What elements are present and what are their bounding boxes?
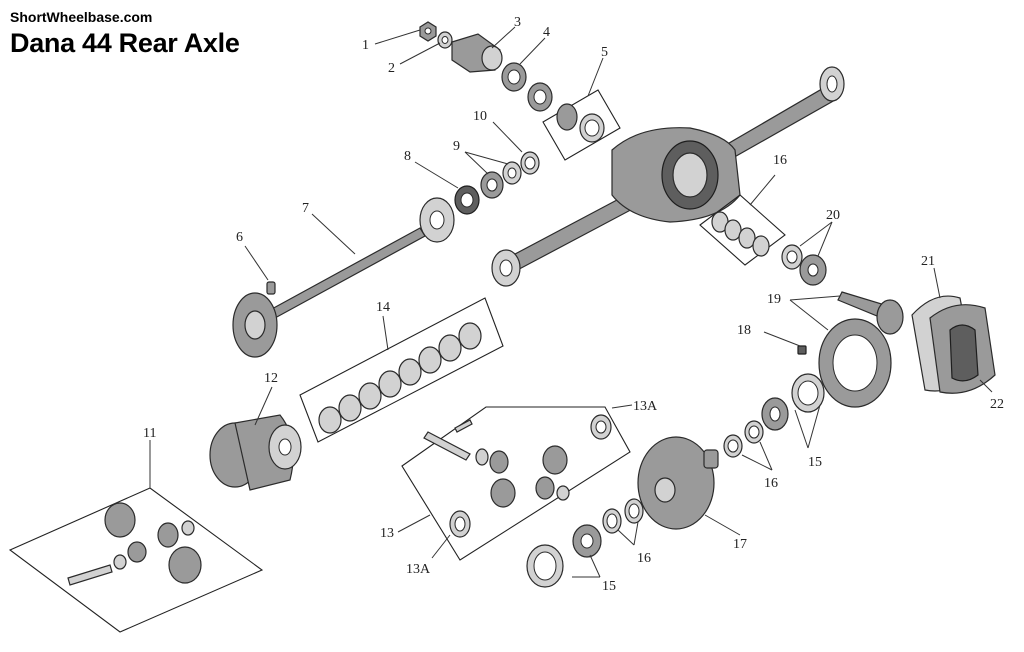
callout-19: 19 <box>767 292 781 307</box>
callout-9: 9 <box>453 139 460 154</box>
shims-16r <box>723 420 764 458</box>
spider-gears-11 <box>67 502 202 586</box>
shims-16b <box>602 498 644 534</box>
ring-gear <box>818 318 892 408</box>
callout-1: 1 <box>362 38 369 53</box>
callout-13a-bottom: 13A <box>406 562 431 577</box>
callout-5: 5 <box>601 45 608 60</box>
callout-16-right: 16 <box>764 476 778 491</box>
differential-carrier <box>637 436 719 530</box>
callout-22: 22 <box>990 397 1004 412</box>
pinion-gear <box>837 291 904 335</box>
limited-slip-case <box>209 414 302 491</box>
callout-14: 14 <box>376 300 390 315</box>
pinion-seal <box>501 62 527 92</box>
differential-cover <box>929 304 996 394</box>
outer-pinion-bearing <box>527 82 553 112</box>
pinion-yoke <box>451 33 503 73</box>
callout-13a-top: 13A <box>633 399 658 414</box>
carrier-bearing-cup-15b <box>526 544 564 588</box>
shims-16t <box>711 211 770 257</box>
callout-11: 11 <box>143 426 156 441</box>
spider-gears-13 <box>423 414 612 508</box>
callout-4: 4 <box>543 25 550 40</box>
item14-frame <box>299 297 504 443</box>
pinion-nut <box>419 21 437 42</box>
callout-6: 6 <box>236 230 243 245</box>
carrier-bearing-15b <box>572 524 602 558</box>
callout-16-bottom: 16 <box>637 551 651 566</box>
wheel-bolt <box>266 281 276 295</box>
pinion-bearing-20 <box>781 244 827 286</box>
site-name: ShortWheelbase.com <box>10 9 153 25</box>
pinion-shim-8 <box>454 185 480 215</box>
callout-2: 2 <box>388 61 395 76</box>
callout-21: 21 <box>921 254 935 269</box>
callout-18: 18 <box>737 323 751 338</box>
diagram-title: Dana 44 Rear Axle <box>10 28 240 58</box>
callout-15-bottom: 15 <box>602 579 616 594</box>
item11-frame <box>8 487 264 633</box>
callout-20: 20 <box>826 208 840 223</box>
callout-17: 17 <box>733 537 747 552</box>
callout-13: 13 <box>380 526 394 541</box>
leader-lines <box>149 26 993 578</box>
carrier-bearing-15r <box>761 373 825 431</box>
callout-8: 8 <box>404 149 411 164</box>
ring-gear-bolt <box>797 345 807 355</box>
bearing-cup-10 <box>520 151 540 175</box>
callout-labels: 1 2 3 4 5 6 7 8 9 10 11 12 13 13A 13A 14… <box>143 15 1004 594</box>
callout-16-top: 16 <box>773 153 787 168</box>
pinion-bearing-9 <box>480 161 522 199</box>
callout-3: 3 <box>514 15 521 30</box>
thrust-washer-13a <box>449 510 471 538</box>
pinion-washer <box>437 31 453 49</box>
item16-frame <box>699 194 786 266</box>
axle-shaft <box>232 197 455 358</box>
item5-frame <box>542 89 621 161</box>
item13-frame <box>401 406 631 561</box>
callout-10: 10 <box>473 109 487 124</box>
item5-bearing <box>556 103 605 143</box>
callout-7: 7 <box>302 201 309 216</box>
callout-15-right: 15 <box>808 455 822 470</box>
callout-12: 12 <box>264 371 278 386</box>
clutch-plates <box>318 322 482 434</box>
